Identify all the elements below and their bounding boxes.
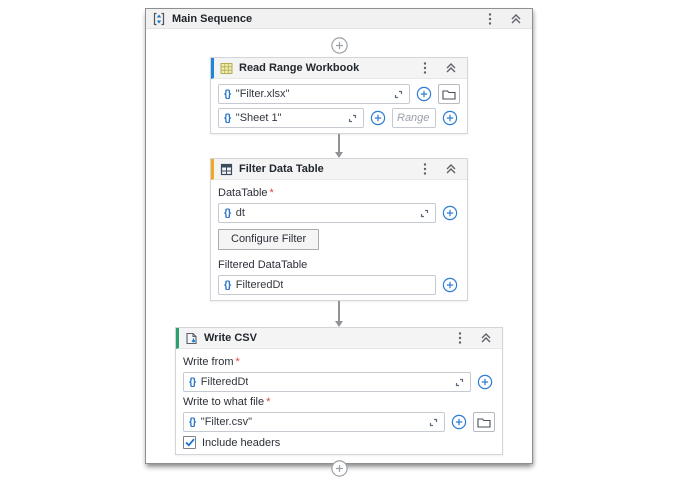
file-path-row: {} "Filter.xlsx": [218, 84, 460, 104]
expand-editor-icon[interactable]: [347, 113, 358, 124]
main-sequence-menu-icon[interactable]: [480, 9, 500, 29]
sequence-icon: [152, 12, 166, 26]
datatable-field[interactable]: {} dt: [218, 203, 436, 223]
write-from-plus-button[interactable]: [475, 372, 495, 392]
activity-card-write-csv[interactable]: Write CSV Write from* {} FilteredDt: [175, 327, 503, 455]
file-path-field[interactable]: {} "Filter.xlsx": [218, 84, 410, 104]
range-plus-button[interactable]: [440, 108, 460, 128]
browse-folder-button[interactable]: [473, 412, 495, 432]
filtered-datatable-plus-button[interactable]: [440, 275, 460, 295]
write-from-value: FilteredDt: [200, 376, 249, 388]
sheet-name-value: "Sheet 1": [235, 112, 282, 124]
activity-card-filter-data-table[interactable]: Filter Data Table DataTable* {} dt: [210, 158, 468, 301]
expression-icon: {}: [224, 207, 231, 219]
filtered-datatable-value: FilteredDt: [235, 279, 284, 291]
include-headers-checkbox[interactable]: [183, 436, 196, 449]
required-mark: *: [269, 187, 274, 199]
main-sequence-container: Main Sequence Read Range Workbook: [145, 8, 533, 477]
flow-arrow: [335, 301, 343, 327]
file-path-value: "Filter.xlsx": [235, 88, 290, 100]
add-activity-top-button[interactable]: [330, 37, 348, 54]
data-table-icon: [220, 163, 233, 176]
filtered-datatable-label: Filtered DataTable: [218, 259, 308, 271]
range-placeholder: Range: [397, 112, 430, 124]
flow-arrow: [335, 134, 343, 158]
write-csv-collapse-icon[interactable]: [476, 328, 496, 348]
sheet-plus-button[interactable]: [368, 108, 388, 128]
expression-icon: {}: [189, 376, 196, 388]
write-from-field[interactable]: {} FilteredDt: [183, 372, 471, 392]
filter-body: DataTable* {} dt Configure Filter Filter…: [211, 180, 467, 300]
read-range-body: {} "Filter.xlsx" {}: [211, 79, 467, 133]
expand-editor-icon[interactable]: [393, 89, 404, 100]
filter-collapse-icon[interactable]: [441, 159, 461, 179]
expand-editor-icon[interactable]: [428, 417, 439, 428]
sequence-canvas: Read Range Workbook {} "Filter.xlsx": [146, 29, 532, 477]
datatable-plus-button[interactable]: [440, 203, 460, 223]
read-range-title: Read Range Workbook: [239, 62, 360, 74]
write-from-label: Write from*: [183, 356, 240, 368]
write-file-icon: [185, 332, 198, 345]
write-to-row: {} "Filter.csv": [183, 412, 495, 432]
sheet-row: {} "Sheet 1" Range: [218, 108, 460, 128]
read-range-menu-icon[interactable]: [415, 58, 435, 78]
configure-filter-button[interactable]: Configure Filter: [218, 229, 320, 250]
write-csv-header[interactable]: Write CSV: [176, 328, 502, 349]
write-csv-body: Write from* {} FilteredDt Write to what …: [176, 349, 502, 454]
datatable-label: DataTable*: [218, 187, 274, 199]
write-to-value: "Filter.csv": [200, 416, 252, 428]
expression-icon: {}: [224, 279, 231, 291]
filtered-datatable-field[interactable]: {} FilteredDt: [218, 275, 436, 295]
activity-card-read-range-workbook[interactable]: Read Range Workbook {} "Filter.xlsx": [210, 57, 468, 134]
filter-title: Filter Data Table: [239, 163, 324, 175]
range-field[interactable]: Range: [392, 108, 436, 128]
main-sequence-title: Main Sequence: [172, 12, 253, 25]
write-csv-title: Write CSV: [204, 332, 257, 344]
filter-header[interactable]: Filter Data Table: [211, 159, 467, 180]
read-range-collapse-icon[interactable]: [441, 58, 461, 78]
browse-folder-button[interactable]: [438, 84, 460, 104]
main-sequence-collapse-icon[interactable]: [506, 9, 526, 29]
datatable-row: {} dt: [218, 203, 460, 223]
write-to-field[interactable]: {} "Filter.csv": [183, 412, 445, 432]
include-headers-row: Include headers: [183, 436, 495, 449]
required-mark: *: [235, 356, 240, 368]
filtered-datatable-row: {} FilteredDt: [218, 275, 460, 295]
write-from-row: {} FilteredDt: [183, 372, 495, 392]
expand-editor-icon[interactable]: [419, 208, 430, 219]
expression-icon: {}: [224, 112, 231, 124]
include-headers-label: Include headers: [202, 436, 281, 449]
sheet-name-field[interactable]: {} "Sheet 1": [218, 108, 364, 128]
expression-icon: {}: [224, 88, 231, 100]
main-sequence-header[interactable]: Main Sequence: [146, 9, 532, 29]
excel-spreadsheet-icon: [220, 62, 233, 75]
write-to-plus-button[interactable]: [449, 412, 469, 432]
expand-editor-icon[interactable]: [454, 377, 465, 388]
add-activity-bottom-button[interactable]: [330, 460, 348, 477]
required-mark: *: [266, 396, 271, 408]
write-csv-menu-icon[interactable]: [450, 328, 470, 348]
datatable-value: dt: [235, 207, 245, 219]
expression-icon: {}: [189, 416, 196, 428]
filter-menu-icon[interactable]: [415, 159, 435, 179]
write-to-label: Write to what file*: [183, 396, 271, 408]
read-range-header[interactable]: Read Range Workbook: [211, 58, 467, 79]
file-path-plus-button[interactable]: [414, 84, 434, 104]
